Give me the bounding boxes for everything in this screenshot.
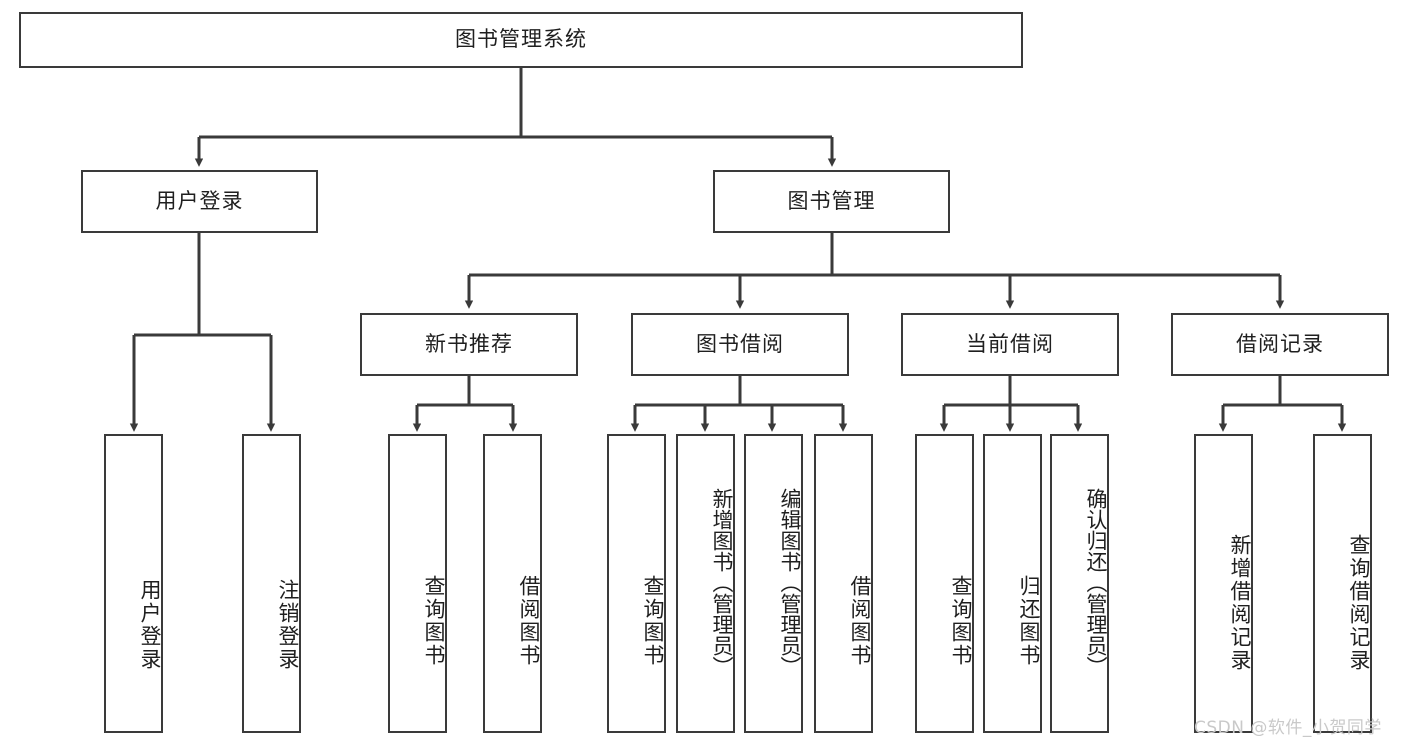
node-new-book-recommend[interactable]: 新书推荐 — [360, 313, 578, 376]
leaf-logout-login[interactable]: 注销登录 — [242, 434, 301, 733]
node-label: 查询图书 — [641, 574, 665, 667]
leaf-query-book-current[interactable]: 查询图书 — [915, 434, 974, 733]
node-label: 用户登录 — [155, 188, 244, 213]
node-book-manage[interactable]: 图书管理 — [713, 170, 950, 233]
leaf-confirm-return-admin[interactable]: 确认归还（管理员） — [1050, 434, 1109, 733]
leaf-edit-book-admin[interactable]: 编辑图书（管理员） — [744, 434, 803, 733]
node-label: 新书推荐 — [425, 331, 513, 356]
node-current-borrow[interactable]: 当前借阅 — [901, 313, 1119, 376]
node-label: 借阅图书 — [517, 574, 541, 667]
node-label: 新增图书（管理员） — [710, 488, 734, 677]
leaf-return-book[interactable]: 归还图书 — [983, 434, 1042, 733]
node-label: 归还图书 — [1017, 574, 1041, 667]
node-label: 借阅记录 — [1236, 331, 1324, 356]
node-user-login[interactable]: 用户登录 — [81, 170, 318, 233]
node-label: 图书管理 — [787, 188, 876, 213]
node-label: 确认归还（管理员） — [1084, 488, 1108, 677]
node-borrow-record[interactable]: 借阅记录 — [1171, 313, 1389, 376]
leaf-add-book-admin[interactable]: 新增图书（管理员） — [676, 434, 735, 733]
node-label: 图书借阅 — [696, 331, 784, 356]
node-label: 注销登录 — [276, 578, 300, 671]
node-book-borrow[interactable]: 图书借阅 — [631, 313, 849, 376]
node-root-system[interactable]: 图书管理系统 — [19, 12, 1023, 68]
node-label: 查询图书 — [949, 574, 973, 667]
node-label: 图书管理系统 — [455, 27, 587, 52]
leaf-query-book-borrow[interactable]: 查询图书 — [607, 434, 666, 733]
leaf-borrow-book-recommend[interactable]: 借阅图书 — [483, 434, 542, 733]
leaf-borrow-book[interactable]: 借阅图书 — [814, 434, 873, 733]
leaf-query-borrow-record[interactable]: 查询借阅记录 — [1313, 434, 1372, 733]
leaf-user-login[interactable]: 用户登录 — [104, 434, 163, 733]
node-label: 编辑图书（管理员） — [778, 488, 802, 677]
node-label: 新增借阅记录 — [1228, 533, 1252, 672]
leaf-query-book-recommend[interactable]: 查询图书 — [388, 434, 447, 733]
node-label: 查询图书 — [422, 574, 446, 667]
node-label: 当前借阅 — [966, 331, 1054, 356]
node-label: 查询借阅记录 — [1347, 533, 1371, 672]
leaf-add-borrow-record[interactable]: 新增借阅记录 — [1194, 434, 1253, 733]
watermark: CSDN @软件_小贺同学 — [1194, 718, 1382, 738]
node-label: 用户登录 — [138, 578, 162, 671]
node-label: 借阅图书 — [848, 574, 872, 667]
